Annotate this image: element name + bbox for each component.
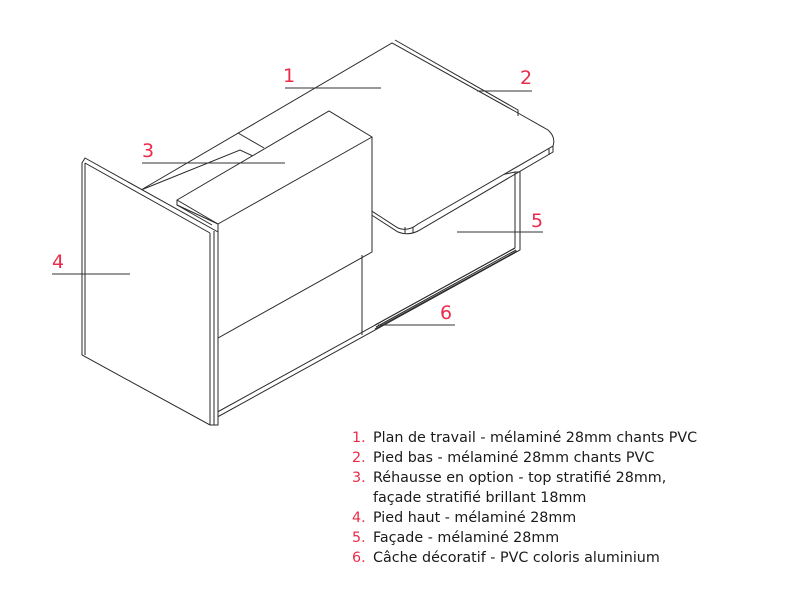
legend-text: Façade - mélaminé 28mm <box>373 530 560 546</box>
callout-3: 3 <box>142 140 155 162</box>
legend-item: 2. Pied bas - mélaminé 28mm chants PVC <box>352 448 697 468</box>
high-leg-panel <box>81 157 219 426</box>
legend-item-continuation: façade stratifié brillant 18mm <box>352 488 697 508</box>
legend-text: Pied bas - mélaminé 28mm chants PVC <box>373 450 655 466</box>
legend-text: Pied haut - mélaminé 28mm <box>373 510 577 526</box>
legend-text: Plan de travail - mélaminé 28mm chants P… <box>373 430 698 446</box>
legend-text: Câche décoratif - PVC coloris aluminium <box>373 550 660 566</box>
callout-4: 4 <box>52 251 65 273</box>
legend-number: 4. <box>352 510 366 526</box>
legend-text: Réhausse en option - top stratifié 28mm, <box>373 470 667 486</box>
callout-2: 2 <box>520 67 533 89</box>
callout-6: 6 <box>440 302 453 324</box>
legend: 1. Plan de travail - mélaminé 28mm chants… <box>352 428 697 568</box>
decorative-strip <box>374 247 518 330</box>
legend-number: 3. <box>352 470 366 486</box>
leader-lines <box>52 87 543 326</box>
callout-5: 5 <box>531 210 544 232</box>
legend-item: 4. Pied haut - mélaminé 28mm <box>352 508 697 528</box>
legend-item: 6. Câche décoratif - PVC coloris aluminiu… <box>352 548 697 568</box>
legend-text: façade stratifié brillant 18mm <box>373 490 587 506</box>
legend-item: 3. Réhausse en option - top stratifié 28m… <box>352 468 697 488</box>
callout-1: 1 <box>283 65 296 87</box>
legend-number: 1. <box>352 430 366 446</box>
legend-number: 6. <box>352 550 366 566</box>
legend-item: 5. Façade - mélaminé 28mm <box>352 528 697 548</box>
legend-number: 5. <box>352 530 366 546</box>
legend-item: 1. Plan de travail - mélaminé 28mm chants… <box>352 428 697 448</box>
legend-number: 2. <box>352 450 366 466</box>
raised-top <box>176 110 373 339</box>
